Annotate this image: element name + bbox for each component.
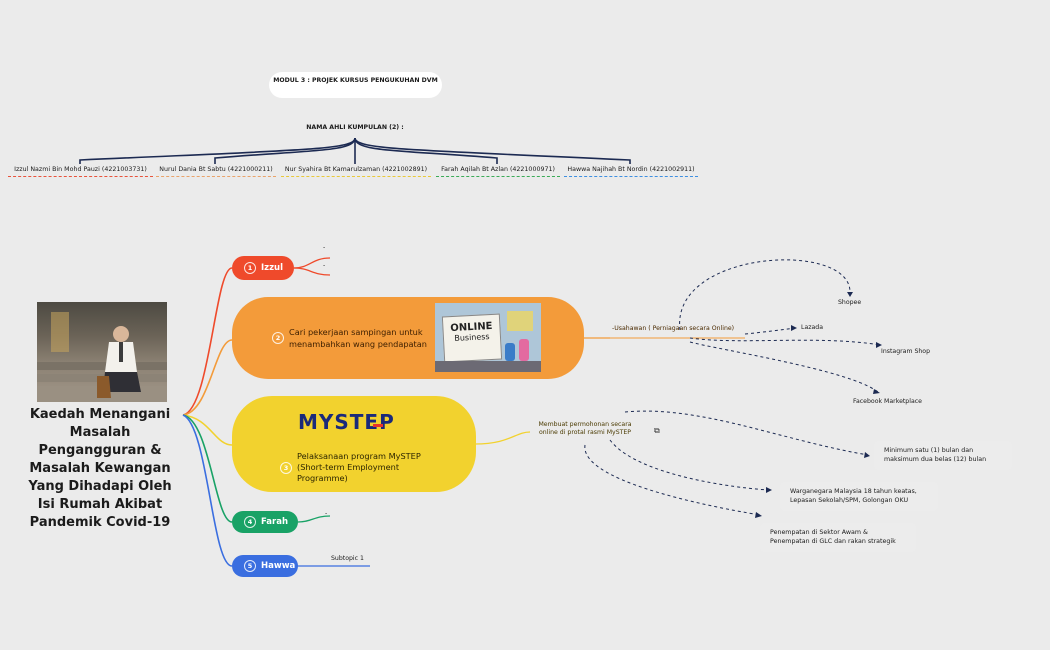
module-title[interactable]: MODUL 3 : PROJEK KURSUS PENGUKUHAN DVM	[269, 72, 442, 98]
branch-4-farah[interactable]: 4 Farah	[232, 511, 298, 533]
external-link-icon[interactable]: ⧉	[654, 426, 660, 435]
branch-2-number: 2	[272, 332, 284, 344]
branch-4-label: Farah	[261, 517, 289, 527]
mystep-application-node[interactable]: Membuat permohonan secara online di prot…	[538, 421, 632, 436]
member-1-underline	[8, 176, 153, 177]
member-2[interactable]: Nurul Dania Bt Sabtu (4221000211)	[159, 166, 273, 173]
mystep-logo-text: MYSTEP	[298, 410, 395, 434]
branch-1-label: Izzul	[261, 263, 284, 273]
branch-5-label: Hawwa	[261, 561, 296, 571]
branch-5-number: 5	[244, 560, 256, 572]
central-title[interactable]: Kaedah Menangani Masalah Pengangguran & …	[28, 407, 172, 530]
cup-blue	[505, 343, 515, 361]
cup-pink	[519, 339, 529, 361]
mystep-logo: MYSTEP	[298, 410, 416, 434]
branch-5-hawwa[interactable]: 5 Hawwa	[232, 555, 298, 577]
member-3[interactable]: Nur Syahira Bt Kamarulzaman (4221002891)	[284, 166, 428, 173]
member-5[interactable]: Hawwa Najihah Bt Nordin (4221002911)	[567, 166, 695, 173]
member-5-underline	[564, 176, 698, 177]
member-3-underline	[281, 176, 431, 177]
branch-1-leaf-2[interactable]: -	[323, 262, 326, 269]
duration-node[interactable]: Minimum satu (1) bulan dan maksimum dua …	[874, 441, 1012, 470]
placement-node[interactable]: Penempatan di Sektor Awam & Penempatan d…	[760, 523, 916, 552]
online-business-image: ONLINE Business	[435, 303, 541, 372]
laptop-screen: ONLINE Business	[441, 313, 503, 363]
member-4-underline	[436, 176, 560, 177]
facebook-marketplace-node[interactable]: Facebook Marketplace	[853, 398, 922, 405]
branch-5-subtopic[interactable]: Subtopic 1	[331, 555, 364, 562]
central-photo	[37, 302, 167, 402]
branch-2-label: Cari pekerjaan sampingan untuk menambahk…	[289, 327, 427, 349]
branch-4-number: 4	[244, 516, 256, 528]
sticky-note	[507, 311, 533, 331]
shopee-node[interactable]: Shopee	[838, 299, 862, 306]
member-2-underline	[156, 176, 276, 177]
group-label[interactable]: NAMA AHLI KUMPULAN (2) :	[306, 124, 404, 131]
branch-3-label: Pelaksanaan program MySTEP (Short-term E…	[297, 451, 421, 483]
branch-1-izzul[interactable]: 1 Izzul	[232, 256, 294, 280]
branch-3-number: 3	[280, 462, 292, 474]
eligibility-node[interactable]: Warganegara Malaysia 18 tahun keatas, Le…	[780, 482, 938, 511]
branch-1-leaf-1[interactable]: -	[323, 244, 326, 251]
member-4[interactable]: Farah Aqilah Bt Azlan (4221000971)	[441, 166, 555, 173]
branch-4-leaf-1[interactable]: -	[325, 510, 328, 517]
branch-1-number: 1	[244, 262, 256, 274]
man-sitting-on-stairs-photo	[37, 312, 167, 402]
mystep-logo-accent	[373, 424, 383, 427]
laptop-base	[435, 361, 541, 372]
member-1[interactable]: Izzul Nazmi Bin Mohd Pauzi (4221003731)	[14, 166, 147, 173]
lazada-node[interactable]: Lazada	[801, 324, 823, 331]
instagram-shop-node[interactable]: Instagram Shop	[881, 348, 931, 355]
business-node[interactable]: -Usahawan ( Perniagaan secara Online)	[612, 325, 735, 332]
branch-3-mystep[interactable]: 3 Pelaksanaan program MySTEP (Short-term…	[232, 396, 476, 492]
